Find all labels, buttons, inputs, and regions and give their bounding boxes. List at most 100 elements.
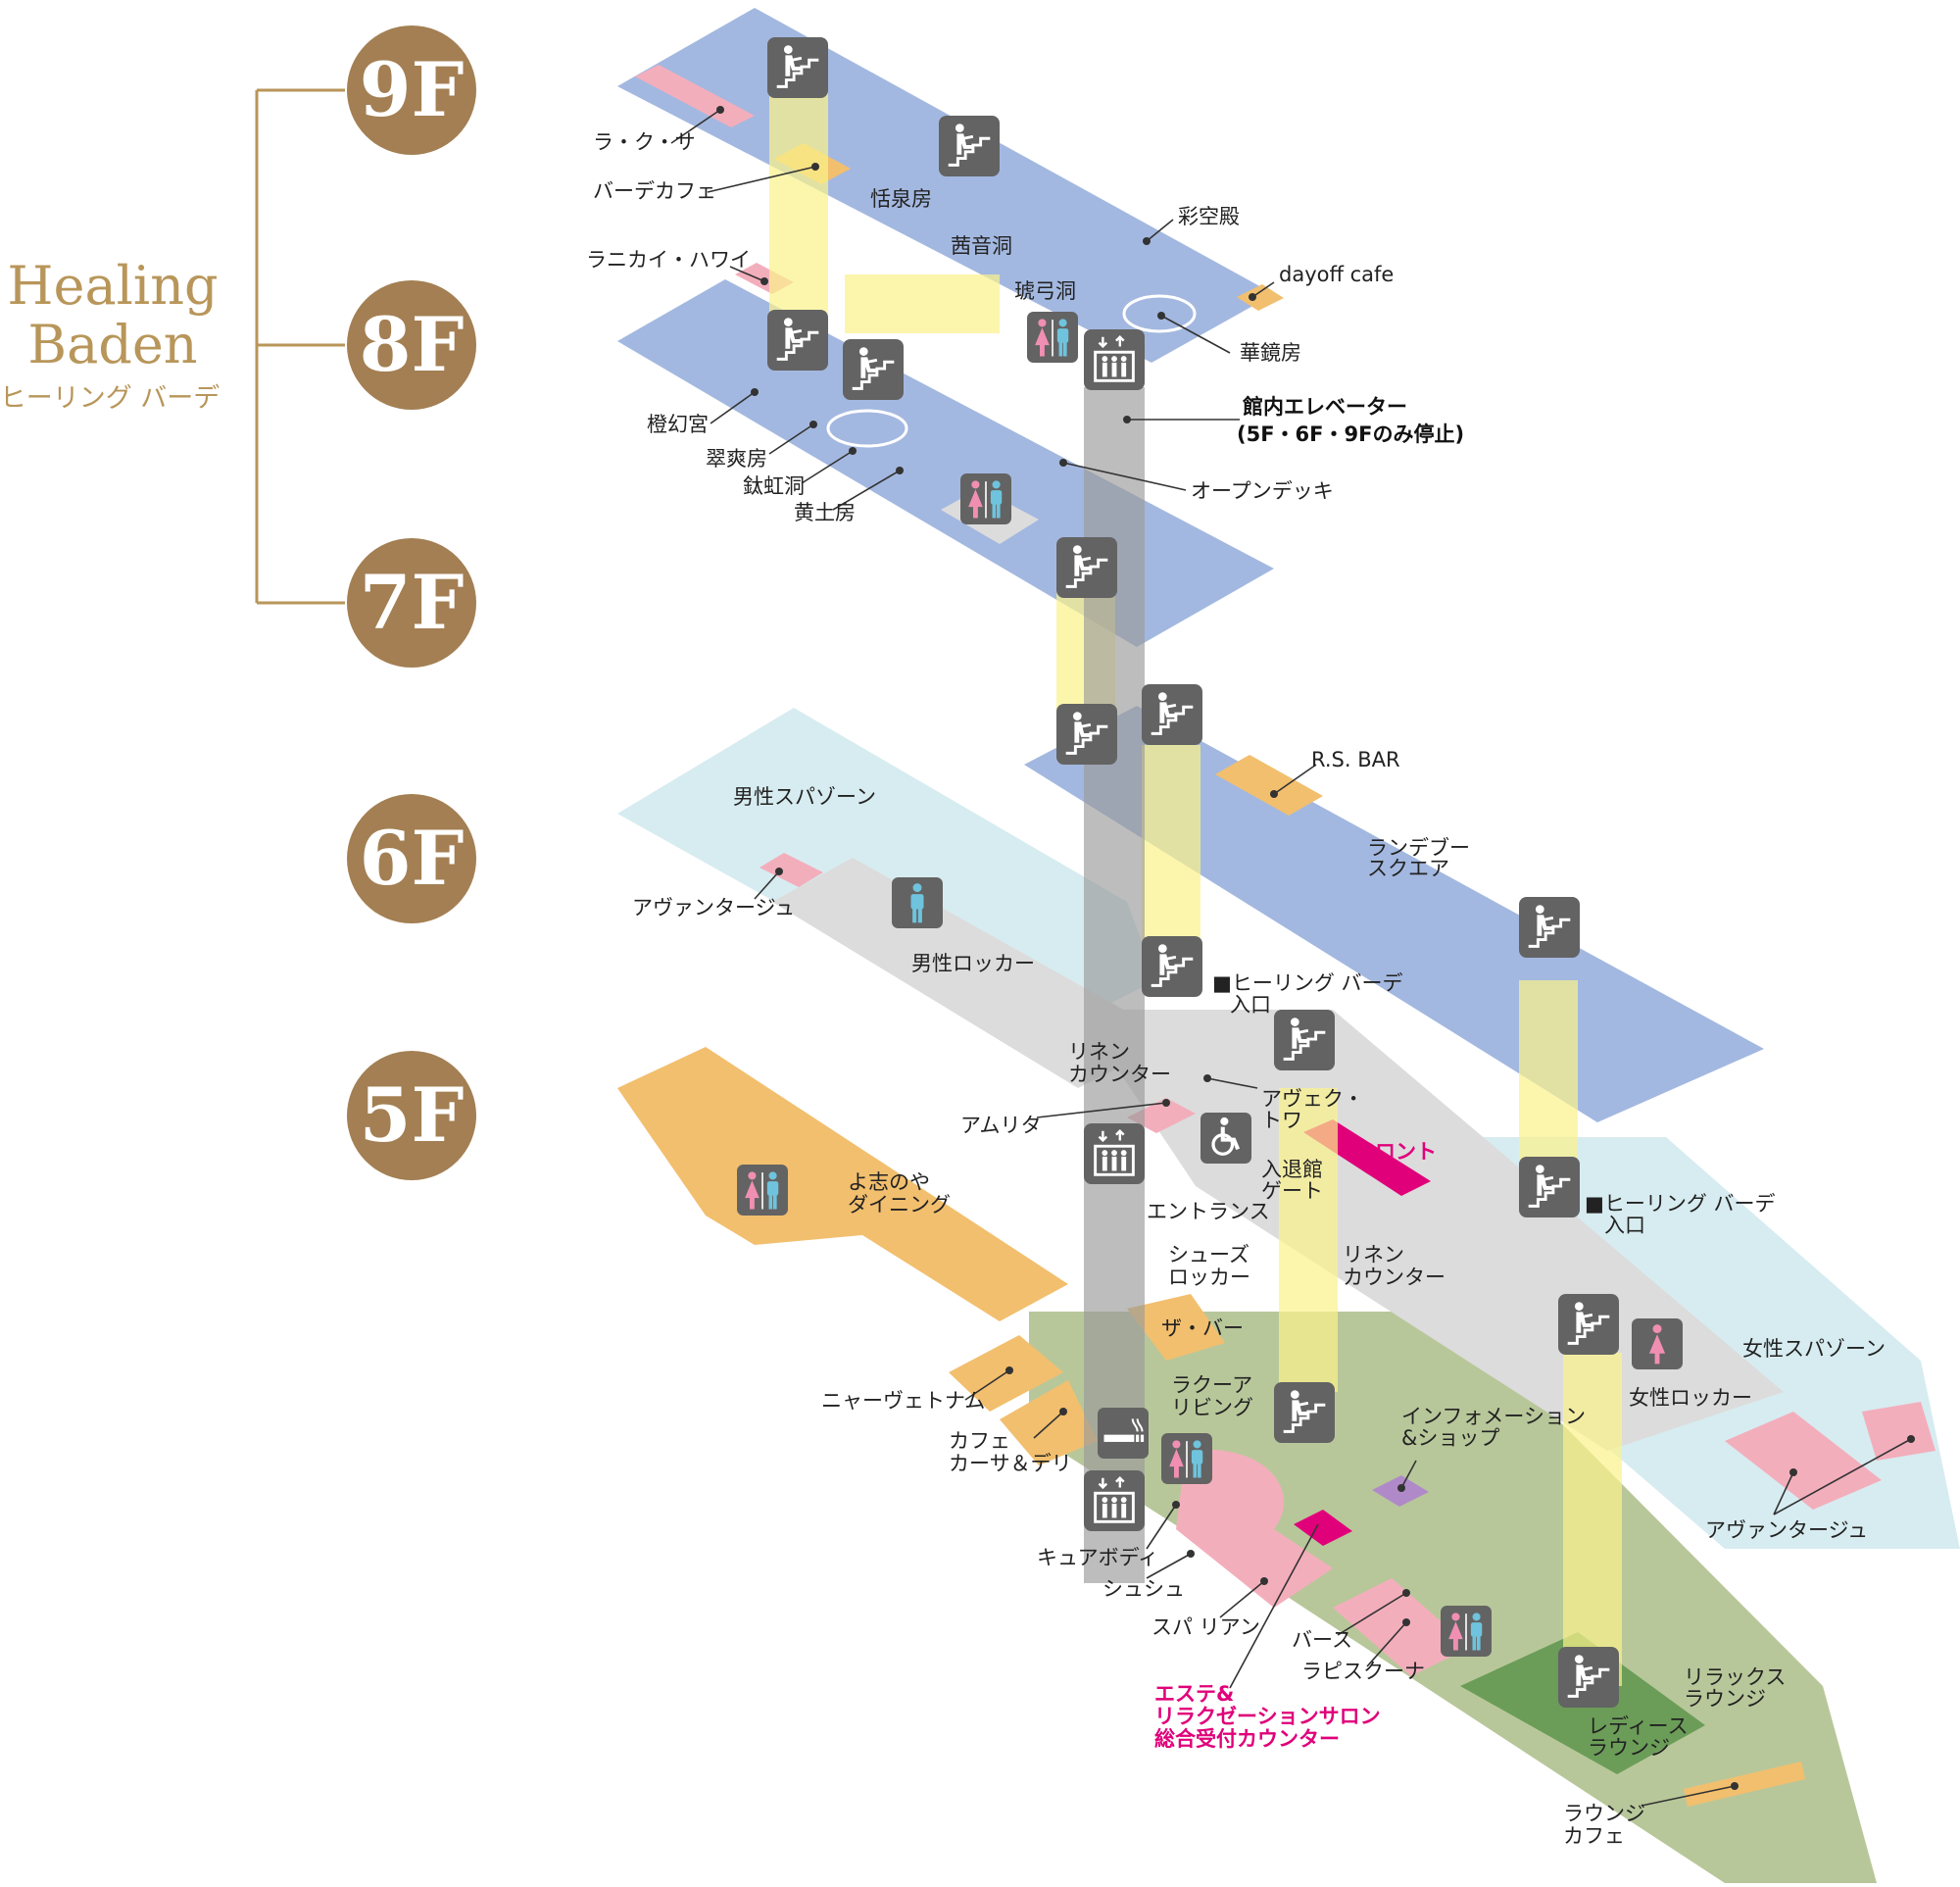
avantage-5f-small[interactable]: [1862, 1402, 1936, 1461]
svg-text:8F: 8F: [360, 301, 465, 388]
label-ladies-lounge-2: ラウンジ: [1588, 1736, 1670, 1760]
labels-5f: アヴェク・ トワ アムリタ フロント 入退館 ゲート よ志のや ダイニング エン…: [821, 1087, 1886, 1848]
floor-badge-8f[interactable]: 8F: [347, 280, 476, 410]
wheelchair-icon: [1200, 1113, 1251, 1164]
label-shoes-2: ロッカー: [1168, 1266, 1250, 1289]
rendezvous-square-area[interactable]: [1024, 706, 1764, 1122]
label-elevator-note: (5F・6F・9Fのみ停止): [1237, 422, 1464, 446]
label-lacua-2: リビング: [1171, 1396, 1253, 1419]
label-avantage-6f: アヴァンタージュ: [632, 896, 795, 919]
label-open-deck: オープンデッキ: [1191, 479, 1334, 503]
label-amrita: アムリタ: [960, 1114, 1042, 1137]
labels-8f: 館内エレベーター (5F・6F・9Fのみ停止) 橙幻宮 翠爽房 鈦虹洞 黄土房 …: [647, 395, 1464, 524]
stairs-icon: [767, 37, 828, 98]
floor-7f: [1024, 706, 1764, 1122]
restroom-icon: [960, 473, 1011, 524]
lounge-cafe-area[interactable]: [1684, 1762, 1805, 1807]
label-tougenkyu: 橙幻宮: [647, 413, 709, 436]
label-men-locker: 男性ロッカー: [911, 952, 1035, 975]
label-rendezvous-2: スクエア: [1367, 857, 1449, 880]
stairs-icon: [1519, 897, 1580, 958]
stairs-icon: [1056, 704, 1117, 765]
men-restroom-icon: [892, 877, 943, 928]
floor-badge-7f[interactable]: 7F: [347, 538, 476, 668]
label-hb-entrance-5f-1: ■ヒーリング バーデ: [1585, 1192, 1776, 1216]
stairs-icon: [1558, 1647, 1619, 1708]
label-hb-entrance-5f-2: 入口: [1604, 1214, 1645, 1237]
floor-badge-6f[interactable]: 6F: [347, 794, 476, 923]
restroom-icon: [737, 1165, 788, 1216]
label-rendezvous-1: ランデブー: [1367, 836, 1470, 860]
label-shushu: シュシュ: [1102, 1577, 1185, 1601]
avantage-5f[interactable]: [1725, 1412, 1882, 1510]
dayoff-cafe-area[interactable]: [1237, 284, 1284, 311]
label-info-2: &ショップ: [1401, 1426, 1499, 1450]
label-esthe-1: エステ&: [1154, 1682, 1234, 1706]
label-women-spa: 女性スパゾーン: [1742, 1337, 1886, 1361]
label-saikuuden: 彩空殿: [1178, 205, 1240, 228]
floor-badge-5f[interactable]: 5F: [347, 1051, 476, 1180]
restroom-icon: [1161, 1433, 1212, 1484]
brand-title-line2: Baden: [27, 314, 197, 375]
labels-6f: 男性スパゾーン アヴァンタージュ 男性ロッカー ■ヒーリング バーデ 入口 リネ…: [632, 785, 1403, 1086]
label-oudobou: 黄土房: [794, 501, 856, 524]
avantage-6f[interactable]: [760, 853, 823, 887]
label-men-spa: 男性スパゾーン: [733, 785, 876, 809]
label-curebody: キュアボディ: [1037, 1546, 1158, 1569]
label-gate-2: ゲート: [1261, 1179, 1323, 1203]
label-cafe-2: カーサ＆デリ: [949, 1452, 1072, 1475]
label-barde-cafe: バーデカフェ: [593, 179, 716, 203]
brand-subtitle: ヒーリング バーデ: [0, 383, 220, 414]
stairs-icon: [939, 116, 1000, 176]
elevator-icon[interactable]: [1084, 329, 1145, 390]
label-akanedou: 茜音洞: [951, 234, 1012, 258]
label-suisoubou: 翠爽房: [706, 447, 767, 471]
stairs-icon: [1056, 537, 1117, 598]
rs-bar-area[interactable]: [1215, 755, 1323, 816]
spa-salon-area[interactable]: [1176, 1449, 1333, 1608]
women-restroom-icon: [1632, 1318, 1683, 1369]
label-dayoff-cafe: dayoff cafe: [1279, 263, 1394, 286]
floor-legend: 9F 8F 7F 6F 5F Healing Baden ヒーリング バーデ: [0, 25, 476, 1180]
men-locker-area[interactable]: [772, 858, 1176, 1088]
stairs-icon: [1519, 1157, 1580, 1217]
label-kohakudou: 琥弓洞: [1014, 279, 1076, 303]
elevator-icon[interactable]: [1084, 1470, 1145, 1531]
floor-badge-9f[interactable]: 9F: [347, 25, 476, 155]
label-tensenbou: 恬泉房: [870, 187, 932, 211]
yoshinoya-dining-area[interactable]: [617, 1047, 1068, 1321]
smoking-icon: [1098, 1408, 1149, 1459]
label-linen-5f-1: リネン: [1343, 1243, 1404, 1266]
label-esthe-3: 総合受付カウンター: [1154, 1727, 1340, 1751]
restroom-icon: [1441, 1606, 1492, 1657]
label-gate-1: 入退館: [1261, 1158, 1323, 1181]
stairs-icon: [843, 339, 904, 400]
stairs-icon: [1558, 1294, 1619, 1355]
svg-text:5F: 5F: [360, 1071, 465, 1159]
label-info-1: インフォメーション: [1401, 1405, 1586, 1428]
label-lanikai: ラニカイ・ハワイ: [586, 248, 751, 272]
svg-text:9F: 9F: [360, 46, 465, 133]
stairs-icon: [1142, 684, 1202, 745]
floor-6f: [617, 708, 1176, 1088]
lakusa-area[interactable]: [635, 65, 755, 127]
label-shoes-1: シューズ: [1168, 1243, 1250, 1266]
labels-7f: R.S. BAR ランデブー スクエア: [1311, 748, 1470, 880]
label-esthe-2: リラクゼーションサロン: [1154, 1705, 1381, 1728]
labels-9f: ラ・ク・サ バーデカフェ 恬泉房 茜音洞 ラニカイ・ハワイ 琥弓洞 彩空殿 da…: [586, 130, 1394, 365]
esthe-counter[interactable]: [1294, 1510, 1352, 1546]
label-spalian: スパ リアン: [1152, 1615, 1260, 1639]
cafe-casa-area[interactable]: [1000, 1380, 1098, 1465]
the-bar-area[interactable]: [1127, 1294, 1225, 1361]
stairs-icon: [767, 310, 828, 371]
label-kakyoubou: 華鏡房: [1240, 341, 1301, 365]
restroom-icon: [1027, 312, 1078, 363]
elevator-icon[interactable]: [1084, 1123, 1145, 1184]
svg-text:6F: 6F: [360, 815, 465, 902]
label-lounge-cafe-1: ラウンジ: [1563, 1802, 1645, 1825]
label-avantage-5f: アヴァンタージュ: [1705, 1518, 1868, 1542]
label-elevator-title: 館内エレベーター: [1243, 395, 1407, 419]
label-ladies-lounge-1: レディース: [1588, 1714, 1688, 1738]
label-hb-entrance-6f-1: ■ヒーリング バーデ: [1212, 971, 1403, 995]
